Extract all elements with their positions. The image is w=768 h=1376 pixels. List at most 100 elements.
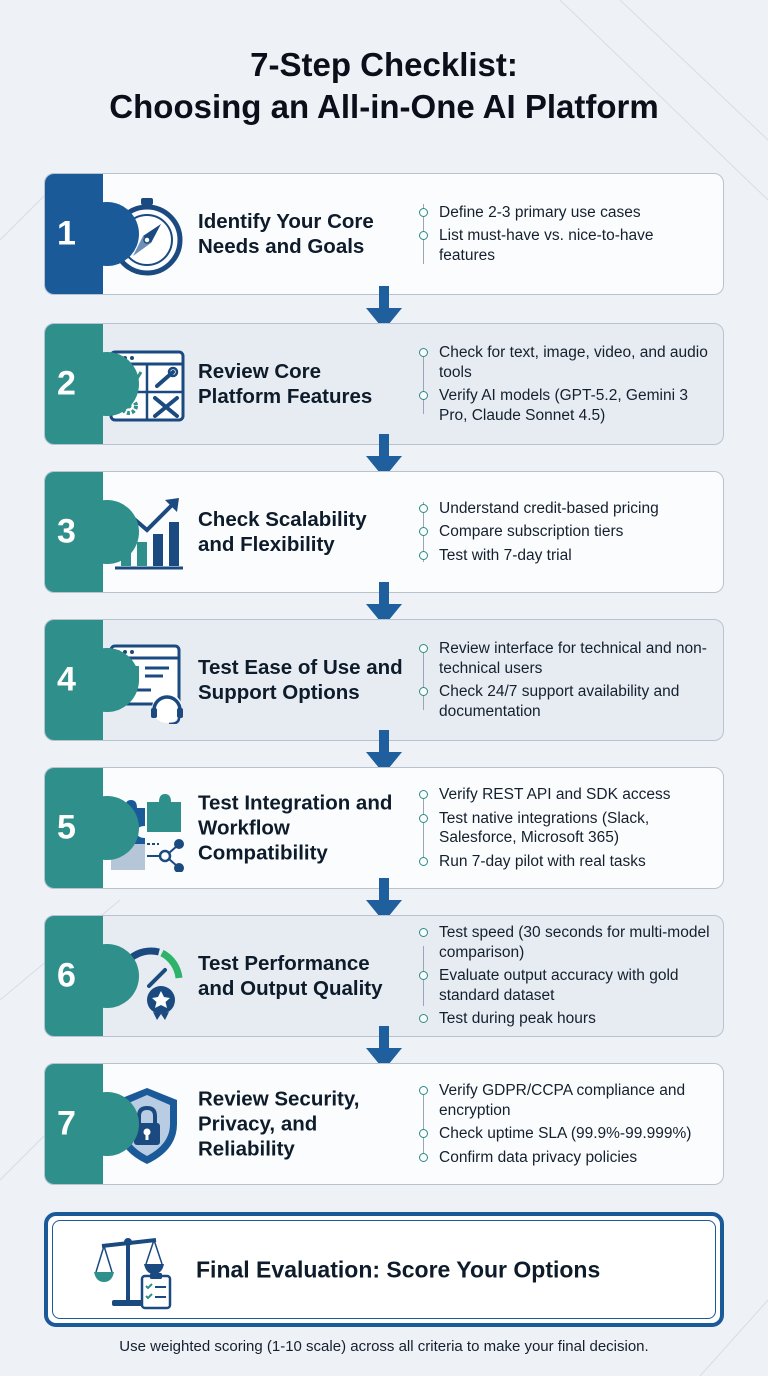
bullet-item: Understand credit-based pricing [415,499,713,519]
bullet-item: Evaluate output accuracy with gold stand… [415,966,713,1005]
scales-checklist-icon [94,1238,172,1310]
bullet-dot [419,550,428,560]
step-bullets: Define 2-3 primary use cases List must-h… [415,174,713,294]
bullet-connector [423,354,425,414]
final-evaluation-card: Final Evaluation: Score Your Options [44,1212,724,1327]
step-card-5: 5 Test Integration and Workflow Compatib… [44,767,724,889]
bullet-text: Verify REST API and SDK access [439,786,671,803]
bullet-dot [419,813,428,823]
bullet-text: Check uptime SLA (99.9%-99.999%) [439,1125,692,1142]
page-title: 7-Step Checklist: Choosing an All-in-One… [0,44,768,128]
bullet-text: Confirm data privacy policies [439,1148,638,1166]
step-number: 3 [57,512,76,551]
step-title: Identify Your Core Needs and Goals [198,210,374,258]
bullet-text: Test with 7-day trial [439,546,572,564]
bullet-text: Test during peak hours [439,1010,596,1028]
step-notch [75,796,139,860]
step-card-7: 7 Review Security, Privacy, and Reliabil… [44,1063,724,1185]
bullet-dot [419,348,428,357]
bullet-dot [419,207,428,217]
step-card-6: 6 Test Performance and Output Quality Te… [44,915,724,1037]
step-bullets: Verify REST API and SDK access Test nati… [415,768,713,888]
bullet-dot [419,527,428,537]
bullet-connector [423,1094,425,1154]
bullet-text: Check for text, image, video, and audio … [439,344,708,381]
title-line-1: 7-Step Checklist: [250,46,518,83]
bullet-text: Compare subscription tiers [439,523,624,541]
bullet-item: Test native integrations (Slack, Salesfo… [415,809,713,848]
bullet-text: Test speed (30 seconds for multi-model c… [439,924,710,961]
step-bullets: Verify GDPR/CCPA compliance and encrypti… [415,1064,713,1184]
title-line-2: Choosing an All-in-One AI Platform [109,88,659,125]
bullet-dot [419,1086,428,1095]
bullet-item: Run 7-day pilot with real tasks [415,852,713,872]
down-arrow-icon [366,582,402,626]
bullet-dot [419,856,428,866]
bullet-dot [419,687,428,696]
step-notch [75,202,139,266]
step-bullets: Understand credit-based pricing Compare … [415,472,713,592]
final-inner-border [52,1220,716,1319]
step-notch [75,944,139,1008]
bullet-text: Understand credit-based pricing [439,499,659,517]
bullet-dot [419,391,428,400]
bullet-dot [419,503,428,513]
bullet-connector [423,650,425,710]
step-title: Test Performance and Output Quality [198,952,383,1000]
step-notch [75,648,139,712]
bullet-dot [419,644,428,653]
step-card-2: 2 Review Core Platform Features Check fo… [44,323,724,445]
bullet-item: Check 24/7 support availability and docu… [415,682,713,721]
bullet-dot [419,971,428,981]
bullet-dot [419,1129,428,1138]
down-arrow-icon [366,434,402,478]
bullet-dot [419,928,428,938]
bullet-dot [419,1152,428,1162]
bullet-item: Review interface for technical and non-t… [415,639,713,678]
bullet-dot [419,1014,428,1024]
step-bullets: Test speed (30 seconds for multi-model c… [415,916,713,1036]
step-card-3: 3 Check Scalability and Flexibility Unde… [44,471,724,593]
down-arrow-icon [366,878,402,922]
bullet-dot [419,231,428,241]
bullet-text: List must-have vs. nice-to-have features [439,227,654,264]
bullet-item: Verify GDPR/CCPA compliance and encrypti… [415,1081,713,1120]
bullet-text: Define 2-3 primary use cases [439,203,641,221]
step-title: Test Integration and Workflow Compatibil… [198,791,393,865]
step-bullets: Check for text, image, video, and audio … [415,324,713,444]
bullet-text: Test native integrations (Slack, Salesfo… [439,809,650,847]
footer-note: Use weighted scoring (1-10 scale) across… [119,1338,649,1355]
bullet-item: Compare subscription tiers [415,522,713,542]
step-number: 6 [57,956,76,995]
bullet-item: Define 2-3 primary use cases [415,203,713,223]
bullet-dot [419,790,428,799]
step-notch [75,352,139,416]
step-number: 1 [57,214,76,253]
step-title: Review Security, Privacy, and Reliabilit… [198,1087,360,1161]
bullet-item: Test during peak hours [415,1009,713,1029]
bullet-item: Confirm data privacy policies [415,1148,713,1168]
bullet-text: Review interface for technical and non-t… [439,640,707,677]
step-card-4: 4 Test Ease of Use and Support Options R… [44,619,724,741]
bullet-item: Verify AI models (GPT-5.2, Gemini 3 Pro,… [415,386,713,425]
step-title: Test Ease of Use and Support Options [198,656,403,704]
bullet-item: Verify REST API and SDK access [415,785,713,805]
bullet-item: Test with 7-day trial [415,546,713,566]
step-card-1: 1 Identify Your Core Needs and Goals Def… [44,173,724,295]
bullet-item: Check for text, image, video, and audio … [415,343,713,382]
bullet-item: Check uptime SLA (99.9%-99.999%) [415,1124,713,1144]
step-bullets: Review interface for technical and non-t… [415,620,713,740]
step-number: 4 [57,660,76,699]
bullet-text: Verify GDPR/CCPA compliance and encrypti… [439,1082,686,1119]
step-number: 2 [57,364,76,403]
down-arrow-icon [366,730,402,774]
bullet-text: Run 7-day pilot with real tasks [439,852,646,870]
bullet-text: Evaluate output accuracy with gold stand… [439,967,679,1004]
final-title: Final Evaluation: Score Your Options [196,1256,601,1282]
step-number: 7 [57,1104,76,1143]
bullet-item: List must-have vs. nice-to-have features [415,226,713,265]
down-arrow-icon [366,286,402,330]
bullet-item: Test speed (30 seconds for multi-model c… [415,923,713,962]
bullet-text: Verify AI models (GPT-5.2, Gemini 3 Pro,… [439,387,688,424]
down-arrow-icon [366,1026,402,1070]
